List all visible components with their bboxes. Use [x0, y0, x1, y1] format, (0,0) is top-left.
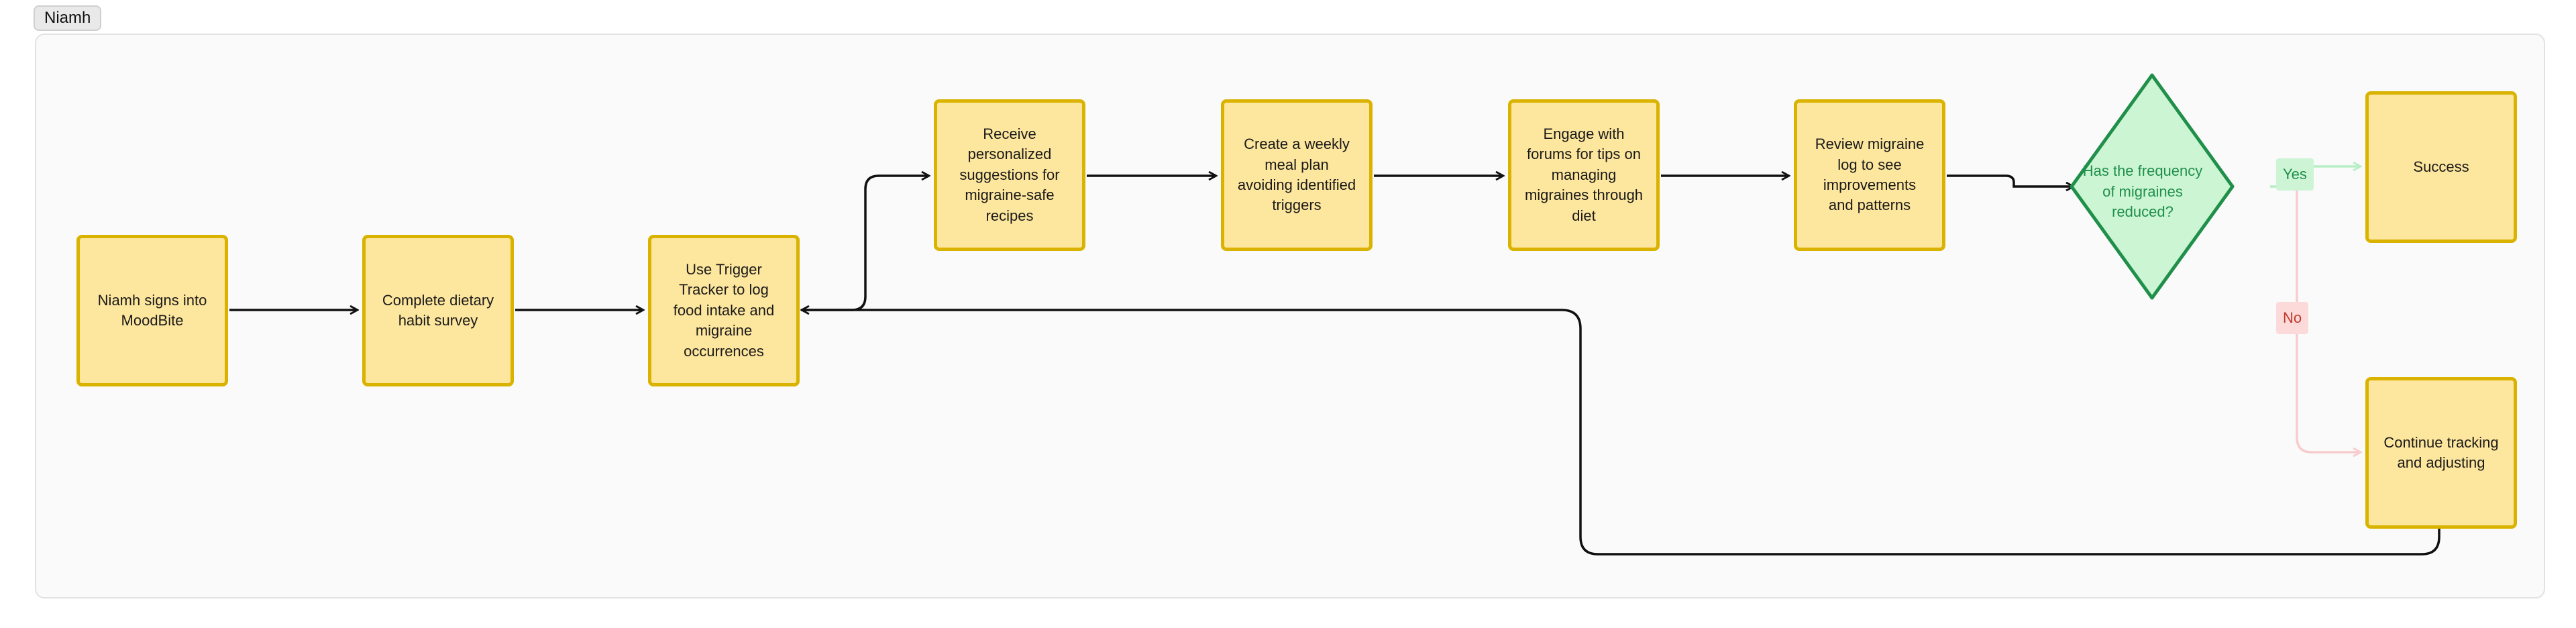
lane-label: Niamh [34, 5, 102, 31]
edge-continue-tracker [802, 310, 2440, 556]
decision-diamond [2070, 73, 2235, 300]
edge-label-no: No [2276, 302, 2309, 334]
edge-decision-continue [2296, 187, 2360, 452]
node-mealplan[interactable]: Create a weekly meal plan avoiding ident… [1221, 99, 1373, 251]
node-suggestions[interactable]: Receive personalized suggestions for mig… [934, 99, 1085, 251]
edge-tracker-suggestions [801, 176, 928, 311]
edge-label-yes: Yes [2276, 158, 2314, 191]
node-continue[interactable]: Continue tracking and adjusting [2365, 377, 2517, 529]
node-success[interactable]: Success [2365, 91, 2517, 243]
node-tracker[interactable]: Use Trigger Tracker to log food intake a… [648, 235, 800, 386]
node-signin[interactable]: Niamh signs into MoodBite [76, 235, 228, 386]
node-decision[interactable]: Has the frequency of migraines reduced? [2082, 162, 2203, 221]
node-forums[interactable]: Engage with forums for tips on managing … [1508, 99, 1660, 251]
node-survey[interactable]: Complete dietary habit survey [362, 235, 514, 386]
node-review[interactable]: Review migraine log to see improvements … [1794, 99, 1945, 251]
edge-review-decision [1947, 174, 2073, 187]
